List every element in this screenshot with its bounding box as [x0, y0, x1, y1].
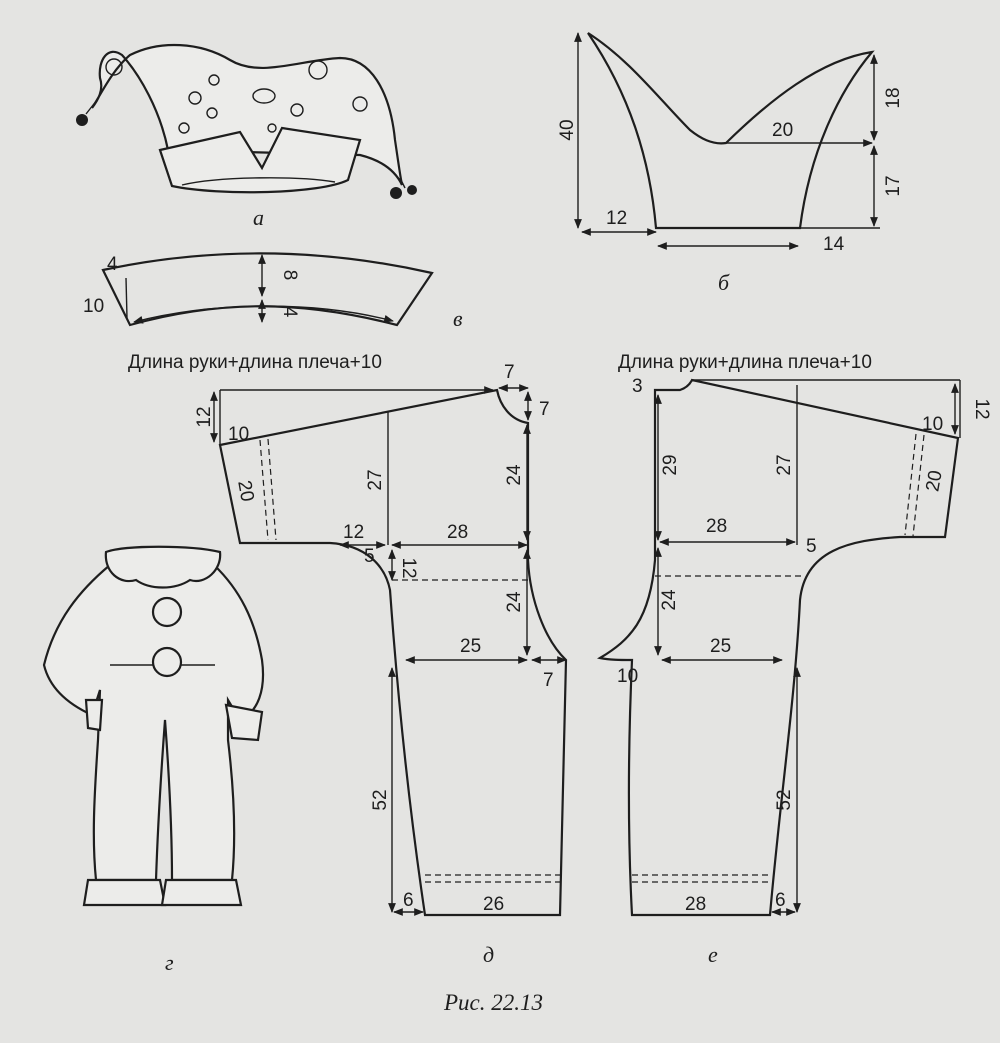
panel-e-letter: е [708, 942, 718, 967]
front-dim-24-top: 24 [504, 464, 525, 486]
front-dim-5: 5 [364, 546, 375, 567]
panel-b-letter: б [718, 270, 730, 295]
front-dim-6: 6 [403, 890, 414, 911]
back-dim-52: 52 [774, 789, 795, 810]
panel-e-header: Длина руки+длина плеча+10 [618, 352, 872, 373]
back-pattern-outline [596, 378, 960, 917]
front-dim-7-top: 7 [504, 362, 515, 383]
panel-v-band-pattern: 4 10 8 4 в [83, 252, 463, 331]
button-icon [105, 58, 123, 76]
back-dim-28-top: 28 [706, 516, 727, 537]
button-icon [206, 107, 218, 119]
back-dim-10-hip: 10 [617, 666, 638, 687]
panel-g-letter: г [165, 950, 174, 975]
button-icon [290, 103, 304, 117]
back-dim-6: 6 [775, 890, 786, 911]
front-dim-26: 26 [483, 894, 504, 915]
front-dim-7-side: 7 [539, 399, 550, 420]
hat-buttons [105, 58, 368, 134]
button-icon [352, 96, 368, 112]
panel-e-back-pattern: Длина руки+длина плеча+10 3 12 10 20 29 … [596, 352, 992, 967]
hat-dim-14: 14 [823, 234, 845, 255]
hat-dim-17: 17 [883, 175, 904, 196]
button-icon [188, 91, 202, 105]
bell-icon [390, 177, 417, 199]
back-dim-29: 29 [660, 454, 681, 475]
panel-g-suit-illustration: г [42, 545, 265, 975]
suit-ruffle-right [160, 878, 243, 907]
front-dim-7-hip: 7 [543, 670, 554, 691]
panel-v-letter: в [453, 306, 463, 331]
suit-body [42, 563, 265, 882]
suit-ruffle-left [82, 878, 167, 907]
band-dim-10: 10 [83, 296, 104, 317]
back-dim-28-bottom: 28 [685, 894, 706, 915]
front-dim-52: 52 [370, 789, 391, 810]
button-icon [208, 74, 220, 86]
panel-d-front-pattern: Длина руки+длина плеча+10 12 7 7 10 20 2… [128, 352, 568, 967]
hat-dim-20: 20 [772, 120, 793, 141]
back-dim-12: 12 [971, 398, 992, 419]
back-dim-20: 20 [922, 469, 946, 493]
figure-caption: Рис. 22.13 [443, 990, 543, 1015]
back-dim-5: 5 [806, 536, 817, 557]
back-dim-10: 10 [922, 414, 943, 435]
panel-a-hat-illustration: а [76, 43, 417, 230]
button-icon [178, 122, 190, 134]
back-dim-24: 24 [659, 589, 680, 611]
button-icon [252, 88, 276, 104]
hat-pattern-outline [587, 32, 875, 230]
suit-collar [104, 545, 222, 589]
panel-a-letter: а [253, 205, 264, 230]
band-dim-8: 8 [279, 270, 300, 281]
band-dim-4-right: 4 [279, 307, 300, 318]
front-dim-25: 25 [460, 636, 481, 657]
front-dim-12-mid: 12 [343, 522, 364, 543]
front-dim-28: 28 [447, 522, 468, 543]
hat-band [158, 126, 362, 194]
band-dim-4-left: 4 [107, 254, 118, 275]
panel-d-header: Длина руки+длина плеча+10 [128, 352, 382, 373]
front-dim-24-mid: 24 [504, 591, 525, 613]
suit-pompom [151, 596, 183, 628]
front-dim-27: 27 [365, 469, 386, 490]
button-icon [308, 60, 328, 80]
back-dim-3: 3 [632, 376, 643, 397]
hat-dim-12: 12 [606, 208, 627, 229]
hat-dim-40: 40 [557, 119, 578, 140]
band-outline [101, 252, 434, 327]
front-dim-12-side: 12 [398, 557, 419, 578]
front-dim-10: 10 [228, 424, 249, 445]
panel-b-hat-pattern: 40 12 20 18 17 14 б [557, 32, 904, 295]
back-dim-25: 25 [710, 636, 731, 657]
front-dim-12-top: 12 [194, 406, 215, 427]
front-pattern-outline [218, 388, 568, 917]
back-dim-27: 27 [774, 454, 795, 475]
bell-icon [76, 99, 98, 126]
suit-pompom [151, 646, 183, 678]
panel-d-letter: д [483, 942, 494, 967]
hat-dim-18: 18 [883, 87, 904, 108]
hat-band-edge [181, 177, 336, 186]
button-icon [267, 123, 277, 133]
front-dim-20: 20 [233, 479, 257, 503]
